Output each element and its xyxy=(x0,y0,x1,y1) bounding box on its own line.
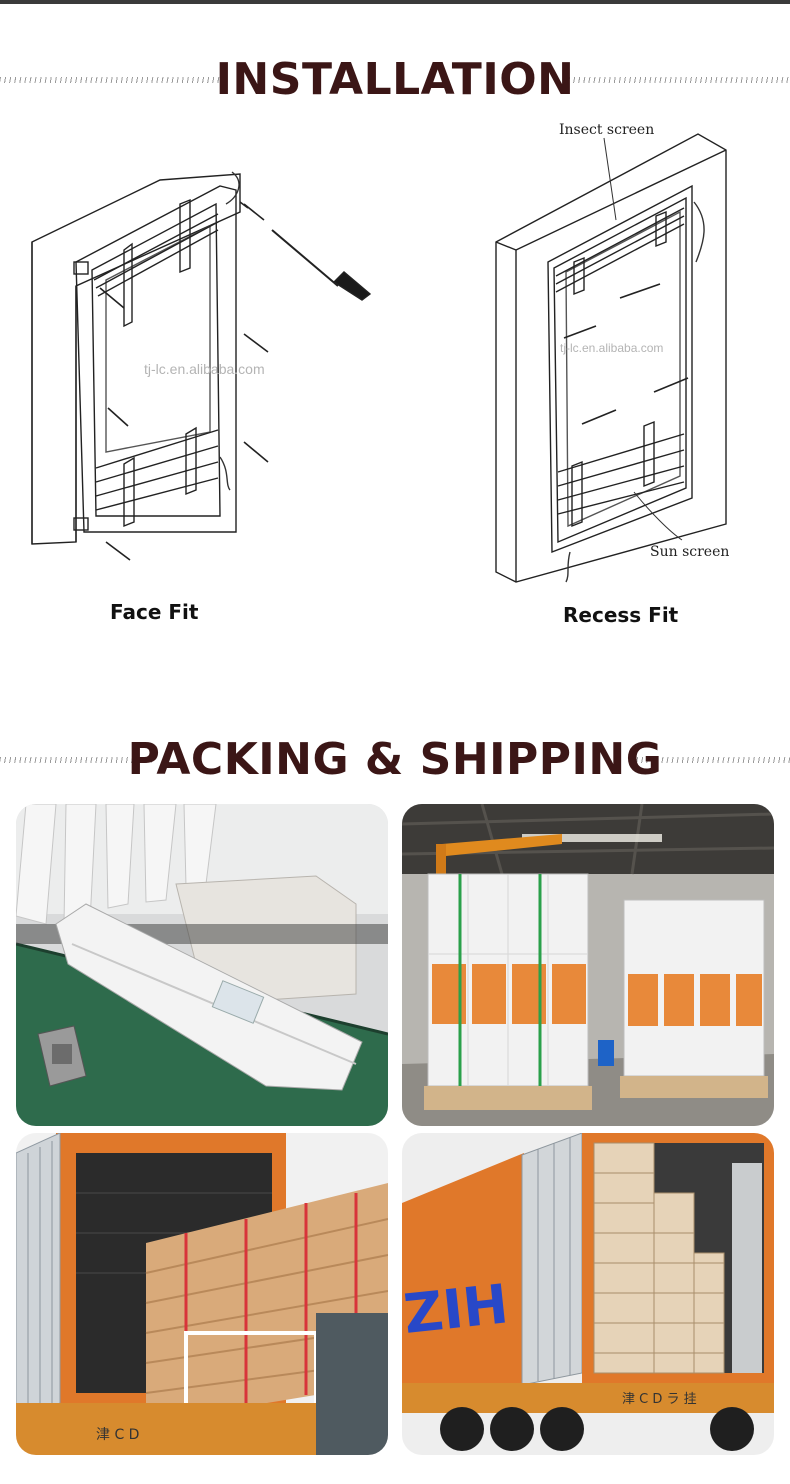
photo-warehouse-pallets xyxy=(402,804,774,1126)
recess-fit-diagram: Insect screen Sun screen tj-lc.en.alibab… xyxy=(420,112,790,592)
installation-heading: INSTALLATION xyxy=(0,50,790,110)
installation-title: INSTALLATION xyxy=(215,54,575,105)
face-fit-caption: Face Fit xyxy=(110,600,199,624)
heading-rule-left xyxy=(0,757,152,763)
packing-heading: PACKING & SHIPPING xyxy=(0,730,790,790)
recess-fit-caption: Recess Fit xyxy=(563,603,679,627)
photo-container-loading-right: ZIH 津 C D ラ 挂 xyxy=(402,1133,774,1455)
photo-conveyor-packing xyxy=(16,804,388,1126)
face-fit-watermark: tj-lc.en.alibaba.com xyxy=(144,361,265,377)
heading-rule-right xyxy=(632,757,790,763)
sun-screen-label: Sun screen xyxy=(650,544,729,560)
truck-marking: 津 C D ラ 挂 xyxy=(622,1392,697,1407)
heading-rule-left xyxy=(0,77,222,83)
top-border xyxy=(0,0,790,4)
recess-fit-watermark: tj-lc.en.alibaba.com xyxy=(560,341,663,355)
photo-container-loading-left: 津 C D xyxy=(16,1133,388,1455)
heading-rule-right xyxy=(564,77,790,83)
insect-screen-label: Insect screen xyxy=(559,122,654,138)
face-fit-diagram: tj-lc.en.alibaba.com xyxy=(20,112,400,592)
truck-marking: 津 C D xyxy=(96,1427,139,1443)
container-side-letters: ZIH xyxy=(402,1272,511,1346)
packing-title: PACKING & SHIPPING xyxy=(127,734,663,785)
